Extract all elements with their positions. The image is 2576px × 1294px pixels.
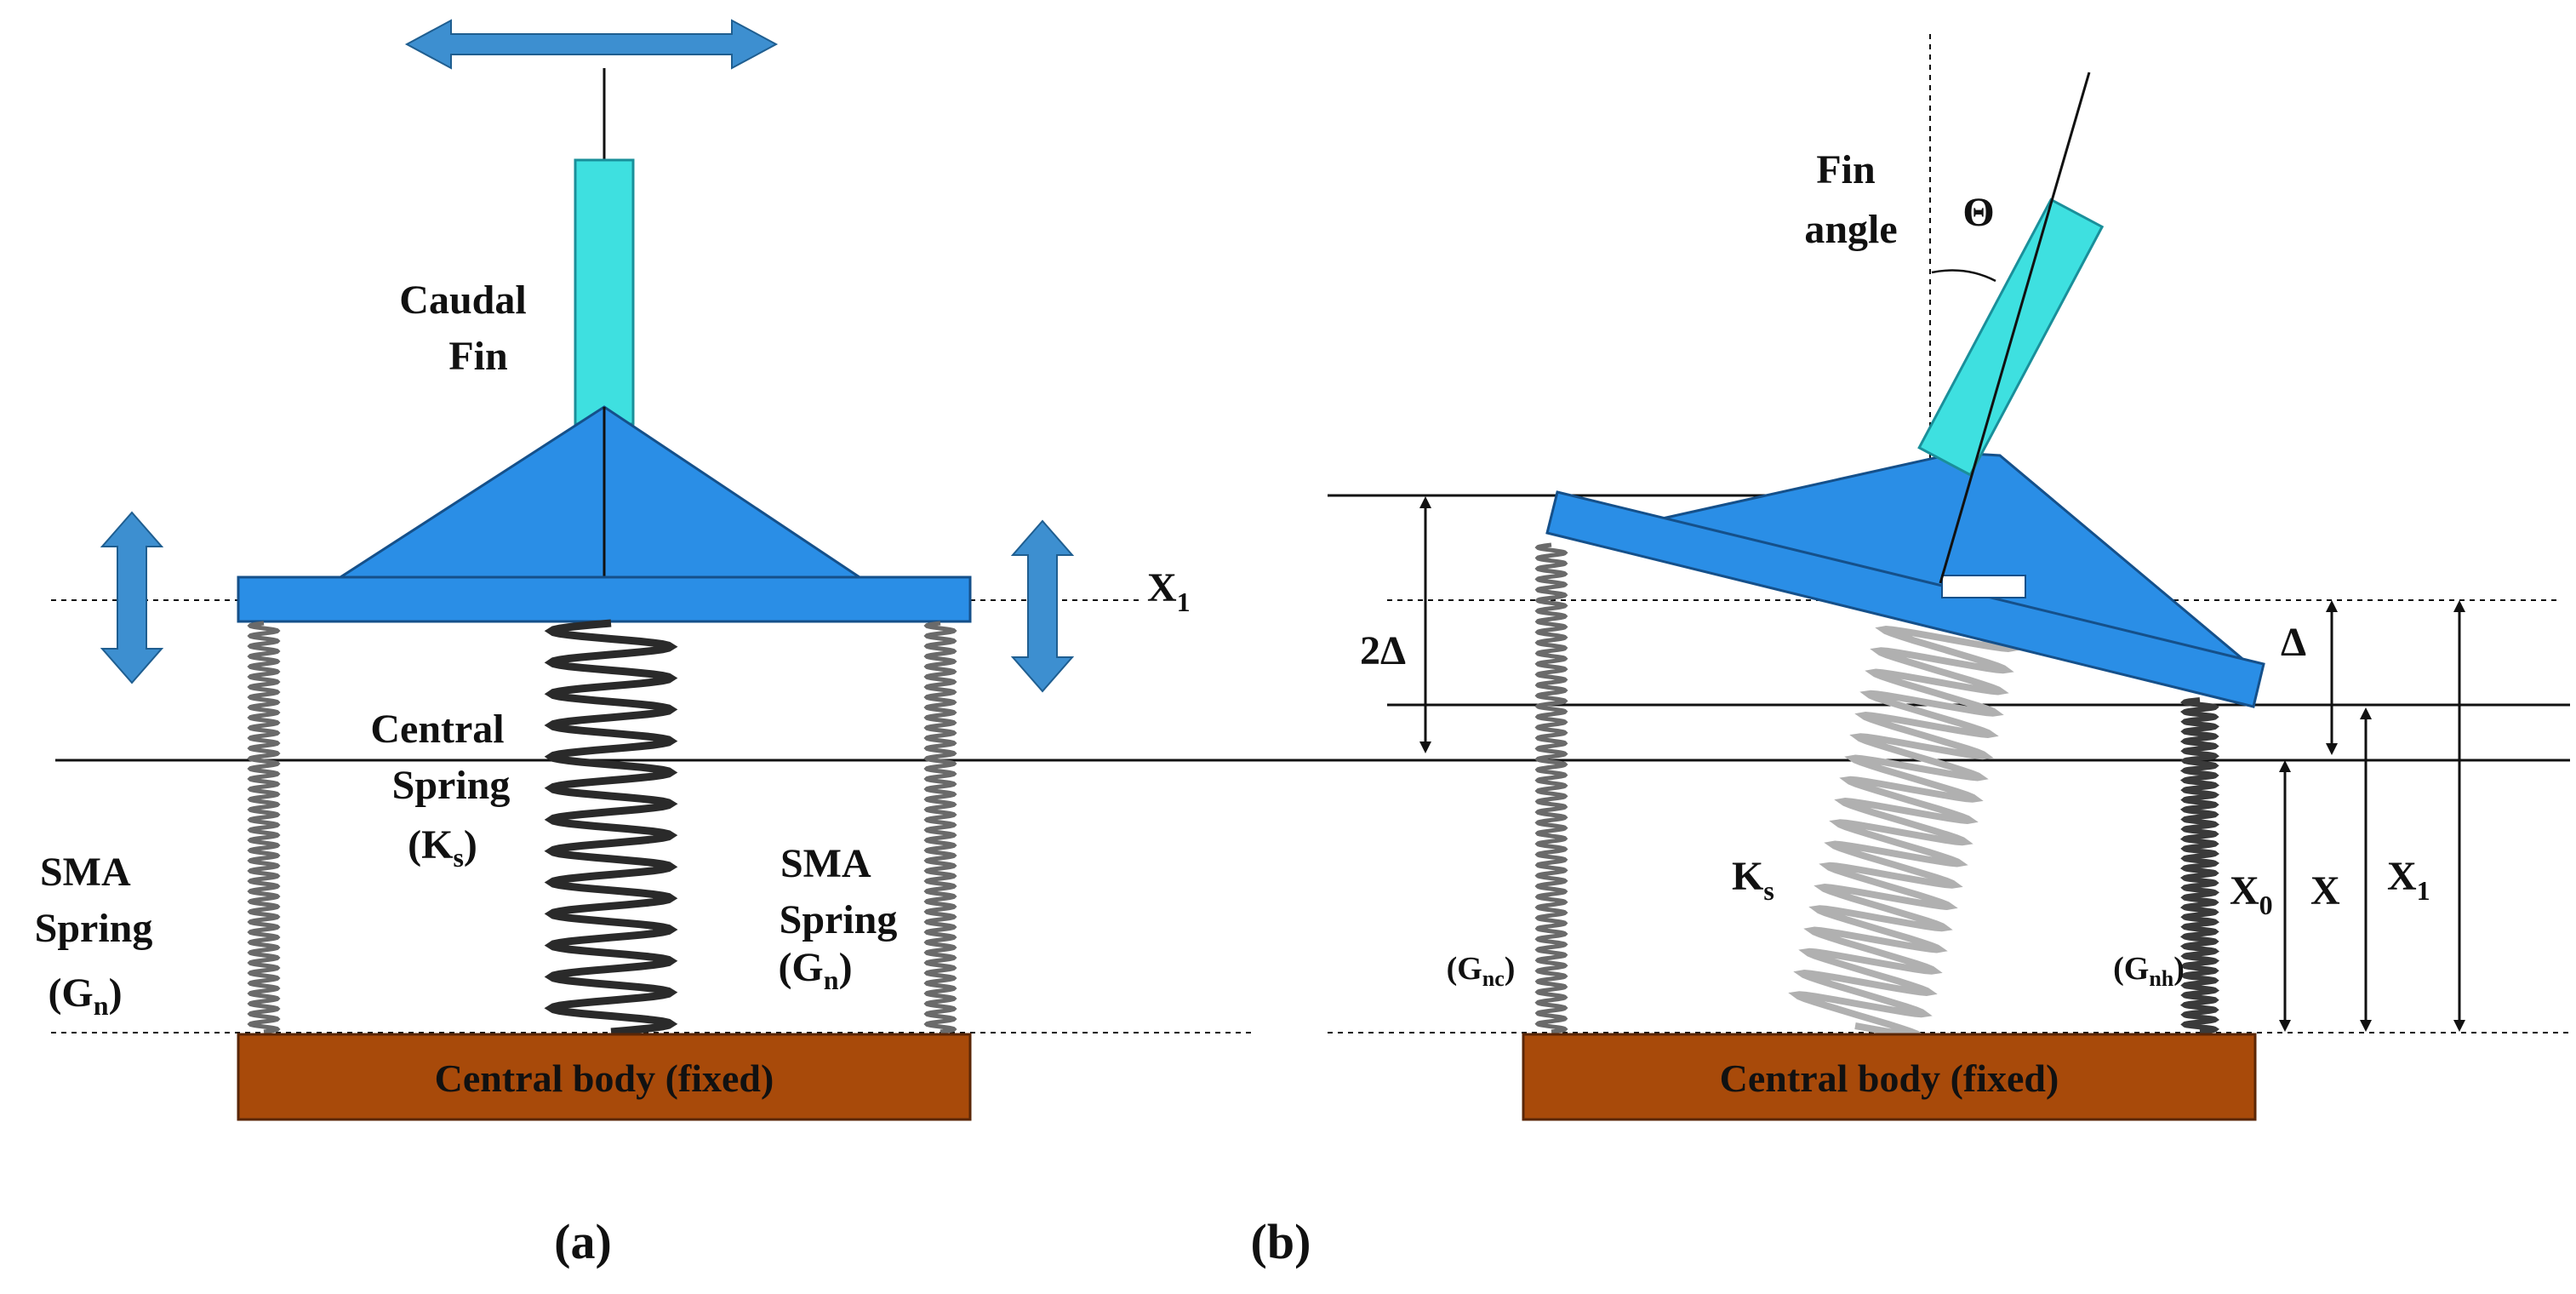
central-spring-b — [1788, 582, 2025, 1039]
sma-spring-right-symbol-a: (Gn) — [778, 945, 852, 995]
sma-spring-left-b — [1534, 542, 1568, 1034]
sma-spring-left-symbol-a: (Gn) — [48, 970, 122, 1021]
central-body-label-b: Central body (fixed) — [1720, 1056, 2059, 1100]
x1-label-a: X1 — [1147, 565, 1191, 617]
fin-rod-b — [1939, 72, 2091, 584]
panel-b-tag: (b) — [1251, 1214, 1311, 1269]
ks-symbol-b: Ks — [1732, 854, 1774, 906]
two-delta-label: 2Δ — [1360, 628, 1406, 673]
central-body-label-a: Central body (fixed) — [435, 1056, 774, 1100]
sma-spring-left-a — [247, 621, 281, 1034]
fin-angle-arc — [1931, 269, 1996, 283]
left-spring-symbol-b: (Gnc) — [1447, 951, 1516, 991]
theta-symbol: Θ — [1962, 190, 1994, 235]
lateral-motion-arrow — [404, 19, 779, 70]
moving-plate-a — [237, 575, 972, 623]
right-spring-symbol-b: (Gnh) — [2113, 951, 2185, 991]
central-spring-symbol-a: (Ks) — [408, 822, 477, 873]
vertical-motion-arrow-left — [100, 511, 164, 684]
central-spring-label-a: Central Spring — [370, 707, 514, 808]
central-body-base-b — [1522, 1033, 2257, 1121]
sma-spring-left-label-a: SMA Spring — [35, 850, 153, 951]
central-body-base-a — [237, 1033, 972, 1121]
sma-spring-right-a — [923, 621, 957, 1034]
caudal-fin-a — [574, 158, 635, 426]
panel-a: Central body (fixed) Caudal Fin Central … — [35, 19, 2570, 1269]
x1-label-b: X1 — [2387, 854, 2430, 906]
fin-angle-label-b: Fin angle — [1804, 147, 1897, 252]
delta-label: Δ — [2281, 620, 2306, 665]
mount-gap — [1941, 575, 2026, 598]
x0-label: X0 — [2230, 868, 2273, 920]
central-spring-a — [544, 619, 678, 1036]
fin-mount-triangle-a — [335, 405, 864, 579]
caudal-fin-label-a: Caudal Fin — [399, 278, 536, 379]
caudal-fin-b — [1917, 198, 2105, 477]
sma-spring-right-b — [2179, 697, 2220, 1034]
x-label: X — [2310, 868, 2340, 913]
sma-spring-right-label-a: SMA Spring — [780, 841, 898, 942]
moving-plate-b — [1545, 490, 2265, 708]
panel-a-tag: (a) — [554, 1214, 612, 1269]
panel-b: Central body (fixed) Fin angle Θ 2Δ Δ Ks… — [1251, 34, 2570, 1269]
vertical-motion-arrow-right — [1010, 519, 1075, 693]
